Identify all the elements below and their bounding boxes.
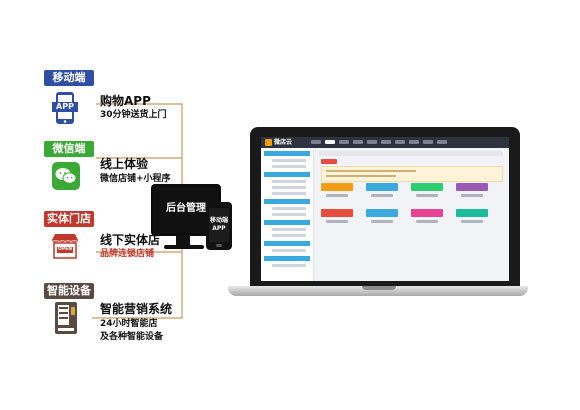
sidebar-section xyxy=(264,172,310,177)
wechat-subtitle: 微信店铺+小程序 xyxy=(100,174,171,184)
app-notice-tag xyxy=(321,159,337,164)
app-card xyxy=(456,183,488,191)
app-nav-item xyxy=(311,140,321,144)
app-card xyxy=(366,209,398,217)
app-card xyxy=(321,183,353,191)
category-label-wechat: 微信端 xyxy=(44,141,94,157)
sidebar-section xyxy=(264,241,310,246)
wechat-title: 线上体验 xyxy=(100,157,149,171)
sidebar-item xyxy=(272,234,306,237)
device-title: 智能营销系统 xyxy=(100,302,173,316)
storefront-icon: OPEN xyxy=(50,232,80,260)
wechat-icon xyxy=(52,162,80,190)
app-card-caption xyxy=(461,220,483,223)
app-card xyxy=(366,183,398,191)
app-nav-item xyxy=(395,140,405,144)
category-label-device: 智能设备 xyxy=(44,283,94,299)
app-logo-icon xyxy=(265,139,272,146)
app-icon: APP xyxy=(52,91,78,125)
device-subtitle-2: 及各种智能设备 xyxy=(100,332,164,342)
sidebar-item xyxy=(272,159,306,162)
app-card-caption xyxy=(461,194,483,197)
sidebar-item xyxy=(272,207,306,210)
sidebar-section xyxy=(264,199,310,204)
sidebar-item xyxy=(272,192,306,195)
app-card xyxy=(411,183,443,191)
sidebar-item xyxy=(272,165,306,168)
app-breadcrumb xyxy=(319,151,503,156)
phone-icon: 移动端 APP xyxy=(206,202,232,250)
sidebar-section xyxy=(264,256,310,261)
app-notice-box xyxy=(321,166,503,182)
app-nav-item xyxy=(437,140,447,144)
app-nav-item xyxy=(409,140,419,144)
storefront-icon-text: OPEN xyxy=(58,247,72,252)
backend-label: 后台管理 xyxy=(166,203,206,214)
app-card-caption xyxy=(416,220,438,223)
app-nav-item xyxy=(423,140,433,144)
sidebar-section xyxy=(264,220,310,225)
store-title: 线下实体店 xyxy=(100,233,161,247)
app-nav-item xyxy=(325,140,335,144)
device-subtitle: 24小时智能店 xyxy=(100,319,158,329)
app-card xyxy=(411,209,443,217)
app-card xyxy=(321,209,353,217)
app-icon-text: APP xyxy=(56,102,74,111)
sidebar-item xyxy=(272,228,306,231)
app-nav-item xyxy=(381,140,391,144)
app-nav-item xyxy=(353,140,363,144)
app-card-caption xyxy=(326,194,348,197)
sidebar-item xyxy=(272,264,306,267)
vending-machine-icon xyxy=(54,301,78,335)
phone-home-button xyxy=(216,244,222,247)
mobile-subtitle: 30分钟送货上门 xyxy=(100,110,167,120)
app-logo-text: 微店云 xyxy=(274,139,293,146)
app-card xyxy=(456,209,488,217)
phone-screen: 移动端 APP xyxy=(209,208,229,242)
store-subtitle: 品牌连锁店铺 xyxy=(100,249,155,259)
phone-text-2: APP xyxy=(212,225,226,232)
sidebar-item xyxy=(272,186,306,189)
app-top-bar: 微店云 xyxy=(261,137,509,148)
laptop-notch xyxy=(362,286,396,290)
app-card-caption xyxy=(371,220,393,223)
app-card-caption xyxy=(326,220,348,223)
category-label-store: 实体门店 xyxy=(44,211,94,227)
sidebar-item xyxy=(272,180,306,183)
sidebar-item xyxy=(272,213,306,216)
app-card-caption xyxy=(371,194,393,197)
app-nav-item xyxy=(367,140,377,144)
app-nav-item xyxy=(339,140,349,144)
phone-text-1: 移动端 xyxy=(209,217,228,224)
sidebar-item xyxy=(272,249,306,252)
sidebar-section xyxy=(264,151,310,156)
monitor-stand-base xyxy=(164,245,204,249)
app-sidebar xyxy=(261,148,314,281)
laptop-base xyxy=(228,286,528,296)
mobile-title: 购物APP xyxy=(100,94,151,108)
category-label-mobile: 移动端 xyxy=(44,70,94,86)
monitor-stand xyxy=(176,236,190,245)
laptop-screen: 微店云 xyxy=(261,137,509,281)
app-card-caption xyxy=(416,194,438,197)
